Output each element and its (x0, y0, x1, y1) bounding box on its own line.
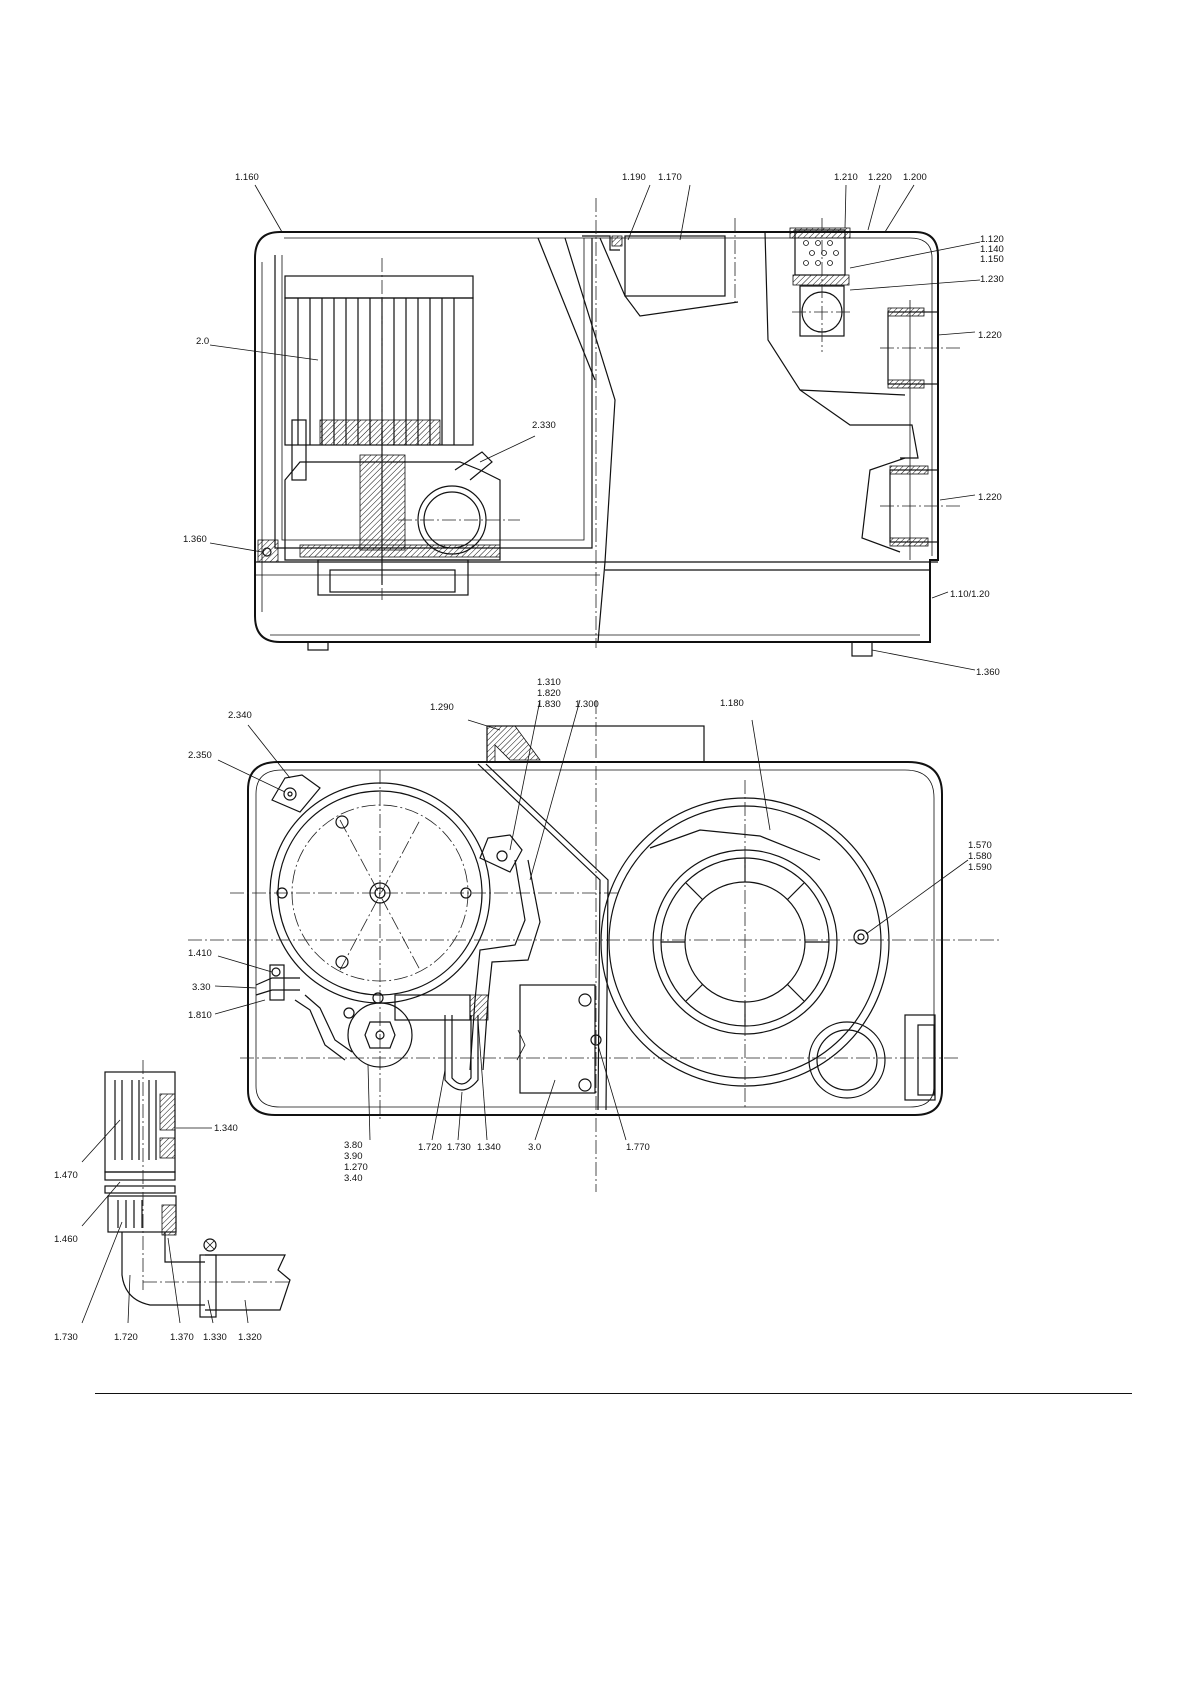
label-1200: 1.200 (903, 172, 927, 183)
label-1360-right: 1.360 (976, 667, 1000, 678)
label-1340-detail: 1.340 (214, 1123, 238, 1134)
label-1270: 1.270 (344, 1162, 368, 1173)
label-1220-low: 1.220 (978, 492, 1002, 503)
label-110-120: 1.10/1.20 (950, 589, 990, 600)
label-1810: 1.810 (188, 1010, 212, 1021)
label-30: 3.0 (528, 1142, 541, 1153)
label-1340-plan: 1.340 (477, 1142, 501, 1153)
label-1580: 1.580 (968, 851, 992, 862)
label-1730-detail: 1.730 (54, 1332, 78, 1343)
label-1470: 1.470 (54, 1170, 78, 1181)
label-2350: 2.350 (188, 750, 212, 761)
label-1330: 1.330 (203, 1332, 227, 1343)
label-1770: 1.770 (626, 1142, 650, 1153)
label-1320: 1.320 (238, 1332, 262, 1343)
label-1170: 1.170 (658, 172, 682, 183)
label-1180: 1.180 (720, 698, 744, 709)
label-1210: 1.210 (834, 172, 858, 183)
label-1570: 1.570 (968, 840, 992, 851)
label-330: 3.30 (192, 982, 211, 993)
label-1220-mid: 1.220 (978, 330, 1002, 341)
label-1190: 1.190 (622, 172, 646, 183)
label-1220-top: 1.220 (868, 172, 892, 183)
label-390: 3.90 (344, 1151, 363, 1162)
connector-detail (105, 1060, 290, 1317)
elevation-view (255, 198, 960, 656)
label-1830: 1.830 (537, 699, 561, 710)
label-1820: 1.820 (537, 688, 561, 699)
label-1150: 1.150 (980, 254, 1004, 265)
label-1360-left: 1.360 (183, 534, 207, 545)
label-1300: 1.300 (575, 699, 599, 710)
label-1410: 1.410 (188, 948, 212, 959)
label-1160: 1.160 (235, 172, 259, 183)
label-340: 3.40 (344, 1173, 363, 1184)
label-1230: 1.230 (980, 274, 1004, 285)
label-20: 2.0 (196, 336, 209, 347)
label-1310: 1.310 (537, 677, 561, 688)
label-2340: 2.340 (228, 710, 252, 721)
label-1720-plan: 1.720 (418, 1142, 442, 1153)
plan-view (188, 700, 1000, 1192)
label-1730-plan: 1.730 (447, 1142, 471, 1153)
label-380: 3.80 (344, 1140, 363, 1151)
label-1370: 1.370 (170, 1332, 194, 1343)
label-1460: 1.460 (54, 1234, 78, 1245)
footer-rule (95, 1393, 1132, 1394)
label-2330: 2.330 (532, 420, 556, 431)
label-1290: 1.290 (430, 702, 454, 713)
label-1720-detail: 1.720 (114, 1332, 138, 1343)
label-1590: 1.590 (968, 862, 992, 873)
